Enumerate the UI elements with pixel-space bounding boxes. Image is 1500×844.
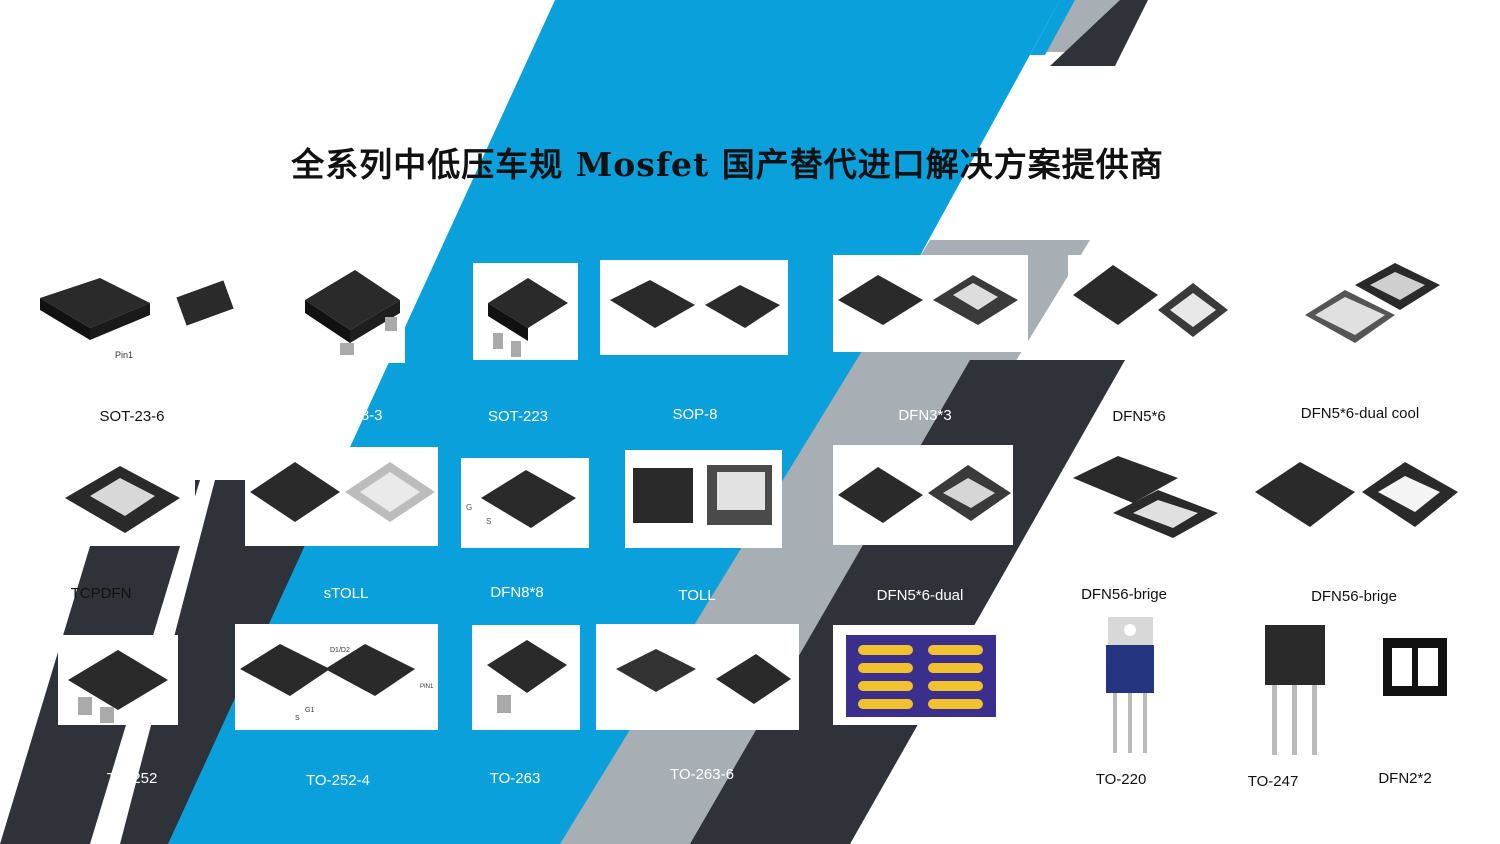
label-toll: TOLL (678, 587, 716, 604)
toll-image (625, 450, 782, 548)
dfn3x3-image (833, 255, 1028, 352)
g1-label: G1 (305, 707, 314, 714)
tcpdfn-image (45, 448, 195, 546)
stoll-image (245, 447, 438, 546)
label-to-247: TO-247 (1247, 773, 1299, 790)
label-to-220: TO-220 (1095, 771, 1147, 788)
pin1-label-to2524: PIN1 (420, 684, 434, 690)
sot-223-image (473, 263, 578, 360)
to-263-image (472, 625, 580, 730)
label-stoll: sTOLL (323, 585, 369, 602)
sot-23-6-image: Pin1 (30, 258, 245, 363)
to-252-image (58, 635, 178, 725)
to-220-image (1098, 612, 1168, 767)
dfn56-brige-2-image (1250, 452, 1462, 547)
blue-corner-stripe (1030, 0, 1075, 55)
page-title: 全系列中低压车规 Mosfet 国产替代进口解决方案提供商 (291, 145, 1164, 184)
dfn5x6-dual-cool-image (1300, 255, 1450, 352)
pin1-label: Pin1 (115, 350, 133, 360)
label-sot-223: SOT-223 (487, 408, 549, 425)
dfn5x6-dual-image (833, 445, 1013, 545)
label-to-252-4: TO-252-4 (306, 772, 370, 789)
dfn56-brige-1-image (1068, 448, 1228, 546)
grey-corner-stripe (1040, 0, 1120, 52)
label-tcpdfn: TCPDFN (70, 585, 132, 602)
label-dfn3x3: DFN3*3 (898, 407, 952, 424)
dfn8x8-image: G S (461, 458, 589, 548)
csp-image (833, 625, 1008, 725)
to-247-image (1250, 620, 1335, 765)
sop-8-image (600, 260, 788, 355)
label-sop-8: SOP-8 (672, 406, 718, 423)
label-to-263-6: TO-263-6 (670, 766, 734, 783)
pin-s-label: S (486, 517, 491, 526)
label-dfn8x8: DFN8*8 (490, 584, 544, 601)
to-263-6-image (596, 624, 799, 730)
label-dfn56-brige-1: DFN56-brige (1081, 586, 1167, 603)
label-sot-23-3: SOT-23-3 (317, 407, 383, 424)
dfn5x6-image (1068, 255, 1233, 352)
label-dfn56-brige-2: DFN56-brige (1311, 588, 1397, 605)
label-to-263: TO-263 (489, 770, 541, 787)
to-252-4-image: D1/D2 PIN1 G1 S (235, 624, 438, 730)
sot-23-3-image (300, 255, 405, 363)
label-dfn5x6-dual: DFN5*6-dual (876, 587, 964, 604)
label-dfn5x6-dual-cool: DFN5*6-dual cool (1300, 405, 1420, 422)
dark-band-left (120, 480, 340, 844)
label-dfn5x6: DFN5*6 (1112, 408, 1166, 425)
label-sot-23-6: SOT-23-6 (99, 408, 165, 425)
label-csp: CSP (911, 766, 943, 783)
dfn2x2-image (1378, 630, 1453, 700)
pin-g-label: G (466, 503, 472, 512)
label-to-252: TO-252 (106, 770, 158, 787)
label-dfn2x2: DFN2*2 (1378, 770, 1432, 787)
d1d2-label: D1/D2 (330, 647, 350, 654)
dark-corner-stripe (1050, 0, 1148, 66)
s-label: S (295, 715, 300, 722)
